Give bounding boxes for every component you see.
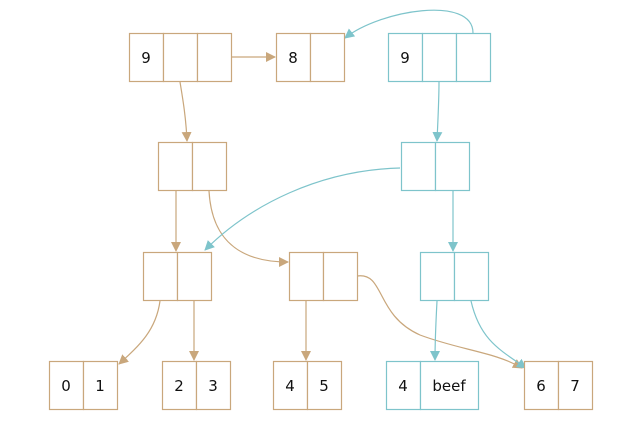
cell-value: 8 (288, 49, 298, 67)
cell-value: 0 (61, 377, 71, 395)
node-leaf-4beef: 4 beef (385, 360, 480, 411)
node-cell (419, 251, 456, 302)
cell-value: 3 (208, 377, 218, 395)
edge-inner-c-to-leaf-4beef (430, 300, 441, 361)
cell-value: beef (432, 377, 466, 395)
edge-root-new-to-branch-new (432, 81, 443, 142)
node-cell (82, 360, 119, 411)
node-cell (195, 360, 232, 411)
node-root-old: 9 (128, 32, 233, 83)
node-cell (272, 360, 309, 411)
node-cell (455, 32, 492, 83)
node-cell (309, 32, 346, 83)
edge-root-new-to-tail-8 (344, 9, 474, 39)
node-cell (557, 360, 594, 411)
node-cell (434, 141, 471, 192)
node-cell (191, 141, 228, 192)
cell-value: 6 (536, 377, 546, 395)
node-cell (162, 32, 199, 83)
node-cell (419, 360, 480, 411)
node-cell (196, 32, 233, 83)
edges-layer (118, 9, 527, 369)
node-cell (288, 251, 325, 302)
cell-value: 1 (95, 377, 105, 395)
node-cell (385, 360, 422, 411)
cell-value: 5 (319, 377, 329, 395)
edge-inner-a-to-leaf-01 (118, 300, 161, 365)
cell-value: 9 (141, 49, 151, 67)
edge-inner-c-to-leaf-67 (470, 300, 527, 369)
edge-root-old-to-branch-old (179, 81, 192, 142)
cell-value: 2 (174, 377, 184, 395)
node-branch-old (157, 141, 228, 192)
node-cell (48, 360, 85, 411)
edge-branch-new-to-inner-a (204, 167, 401, 251)
node-cell (176, 251, 213, 302)
node-cell (421, 32, 458, 83)
node-inner-c (419, 251, 490, 302)
node-cell (142, 251, 179, 302)
cell-value: 4 (285, 377, 295, 395)
node-cell (275, 32, 312, 83)
node-cell (161, 360, 198, 411)
cell-value: 9 (400, 49, 410, 67)
node-inner-b (288, 251, 359, 302)
cell-value: 4 (398, 377, 408, 395)
edge-inner-b-to-leaf-67 (356, 275, 523, 369)
node-cell (523, 360, 560, 411)
node-root-new: 9 (387, 32, 492, 83)
node-cell (400, 141, 437, 192)
node-inner-a (142, 251, 213, 302)
node-cell (157, 141, 194, 192)
node-cell (322, 251, 359, 302)
edge-branch-old-to-inner-b (208, 190, 289, 267)
node-cell (306, 360, 343, 411)
node-tail-8: 8 (275, 32, 346, 83)
cell-value: 7 (570, 377, 580, 395)
node-branch-new (400, 141, 471, 192)
node-cell (453, 251, 490, 302)
node-cell (387, 32, 424, 83)
